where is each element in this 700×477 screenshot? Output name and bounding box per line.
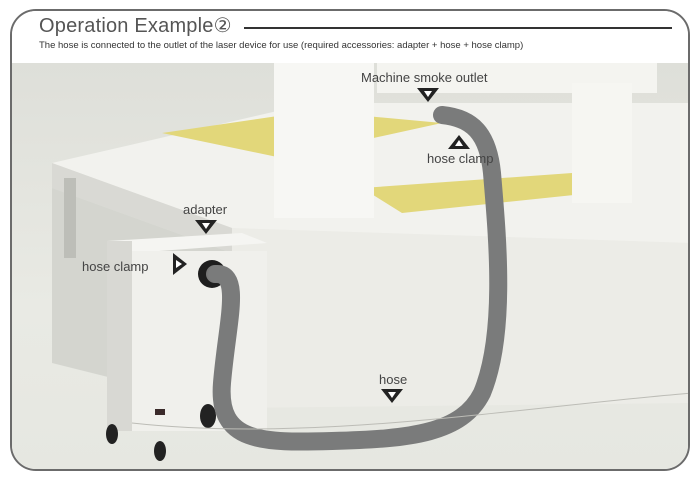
title-divider: [244, 27, 672, 29]
page-subtitle: The hose is connected to the outlet of t…: [39, 40, 524, 51]
label-hose: hose: [379, 372, 408, 387]
down-triangle-icon: [195, 220, 217, 234]
label-hose-clamp-left: hose clamp: [82, 259, 149, 274]
up-triangle-icon: [448, 135, 470, 149]
label-hose-clamp-top: hose clamp: [427, 151, 494, 166]
label-machine-smoke-outlet: Machine smoke outlet: [361, 70, 488, 85]
product-scene: Machine smoke outlet hose clamp adapter …: [12, 63, 688, 469]
down-triangle-icon: [381, 389, 403, 403]
page-title: Operation Example②: [39, 15, 232, 37]
label-adapter: adapter: [183, 202, 228, 217]
scene-illustration: [52, 63, 688, 461]
illustration-frame: Operation Example② The hose is connected…: [10, 9, 690, 471]
down-triangle-icon: [417, 88, 439, 102]
right-triangle-icon: [173, 253, 187, 275]
header: Operation Example② The hose is connected…: [12, 11, 688, 65]
